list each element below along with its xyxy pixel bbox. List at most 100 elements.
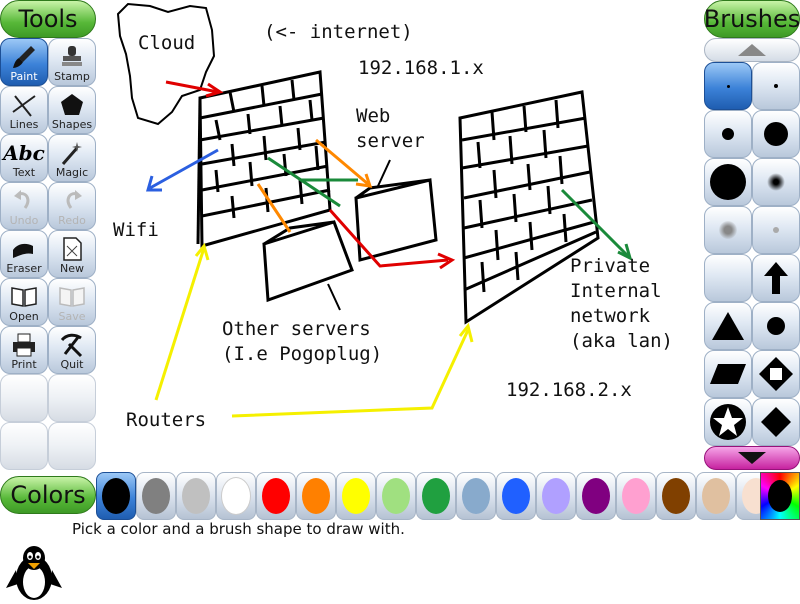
brush-blank[interactable] (704, 254, 752, 302)
color-swatch-dot (182, 478, 210, 514)
color-swatch[interactable] (616, 472, 656, 520)
color-swatch[interactable] (456, 472, 496, 520)
brush-tiny-dot[interactable] (752, 62, 800, 110)
tools-header: Tools (0, 0, 96, 38)
diamond-outline-icon (759, 357, 793, 391)
color-swatch[interactable] (96, 472, 136, 520)
pentagon-icon (49, 90, 95, 120)
quit-label: Quit (60, 358, 84, 371)
green-arrows (267, 156, 633, 261)
new-button[interactable]: New (48, 230, 96, 278)
print-button[interactable]: Print (0, 326, 48, 374)
subnet2-label: 192.168.2.x (506, 379, 632, 401)
brush-medium-circle[interactable] (752, 110, 800, 158)
color-swatch[interactable] (216, 472, 256, 520)
black-arrow (327, 159, 391, 311)
open-button[interactable]: Open (0, 278, 48, 326)
brush-fuzzy-dot[interactable] (752, 158, 800, 206)
undo-icon (1, 186, 47, 216)
print-label: Print (11, 358, 37, 371)
left-firewall (196, 70, 332, 248)
stamp-tool-button[interactable]: Stamp (48, 38, 96, 86)
color-swatch[interactable] (656, 472, 696, 520)
diamond-icon (761, 407, 791, 437)
paintbrush-icon (1, 42, 47, 72)
brush-diamond[interactable] (752, 398, 800, 446)
tools-grid: Paint Stamp Lines Shapes Abc Text Magic … (0, 38, 96, 470)
color-swatch[interactable] (536, 472, 576, 520)
color-swatch[interactable] (336, 472, 376, 520)
shapes-tool-button[interactable]: Shapes (48, 86, 96, 134)
color-swatch[interactable] (256, 472, 296, 520)
color-swatch[interactable] (696, 472, 736, 520)
color-swatch-dot (622, 478, 650, 514)
brush-faded-circle[interactable] (704, 206, 752, 254)
save-button[interactable]: Save (48, 278, 96, 326)
parallelogram-icon (710, 364, 746, 384)
empty-slot (48, 422, 96, 470)
brushes-header: Brushes (704, 0, 800, 38)
printer-icon (1, 330, 47, 360)
brush-triangle[interactable] (704, 302, 752, 350)
lines-tool-button[interactable]: Lines (0, 86, 48, 134)
color-swatch-dot (582, 478, 610, 514)
open-label: Open (9, 310, 39, 323)
drawing-canvas[interactable]: Cloud (<- internet) 192.168.1.x Web serv… (96, 0, 704, 472)
brush-parallelogram[interactable] (704, 350, 752, 398)
brush-large-circle[interactable] (704, 158, 752, 206)
magic-wand-icon (49, 138, 95, 168)
paint-label: Paint (10, 70, 38, 83)
brush-diamond-outline[interactable] (752, 350, 800, 398)
brushes-scroll-up[interactable] (704, 38, 800, 62)
color-swatch-dot (502, 478, 530, 514)
empty-slot (0, 374, 48, 422)
color-swatch-dot (462, 478, 490, 514)
color-swatch[interactable] (576, 472, 616, 520)
quit-icon (49, 330, 95, 360)
triangle-icon (712, 312, 744, 340)
paint-tool-button[interactable]: Paint (0, 38, 48, 86)
brush-faded-dot[interactable] (752, 206, 800, 254)
color-swatch[interactable] (176, 472, 216, 520)
wifi-label: Wifi (113, 219, 159, 241)
color-swatch-dot (662, 478, 690, 514)
text-tool-button[interactable]: Abc Text (0, 134, 48, 182)
tux-penguin-icon (4, 544, 64, 600)
color-swatch-dot (262, 478, 290, 514)
stamp-icon (49, 42, 95, 72)
color-swatch-dot (422, 478, 450, 514)
other-servers-box (262, 220, 354, 303)
magic-label: Magic (55, 166, 89, 179)
brush-small-circle[interactable] (704, 110, 752, 158)
empty-slot (0, 422, 48, 470)
scroll-up-arrow-icon (738, 44, 766, 56)
brushes-scroll-down[interactable] (704, 446, 800, 470)
color-swatch[interactable] (416, 472, 456, 520)
color-swatch[interactable] (376, 472, 416, 520)
brush-tiny-dot[interactable] (704, 62, 752, 110)
eraser-tool-button[interactable]: Eraser (0, 230, 48, 278)
undo-button[interactable]: Undo (0, 182, 48, 230)
text-label: Text (12, 166, 36, 179)
color-swatch[interactable] (136, 472, 176, 520)
lines-icon (1, 90, 47, 120)
status-message: Pick a color and a brush shape to draw w… (72, 520, 405, 538)
magic-tool-button[interactable]: Magic (48, 134, 96, 182)
color-swatch-dot (302, 478, 330, 514)
color-picker-rainbow[interactable] (760, 472, 800, 520)
brush-star[interactable] (704, 398, 752, 446)
brush-up-arrow[interactable] (752, 254, 800, 302)
color-swatch-dot (542, 478, 570, 514)
other-servers-label: Other servers (I.e Pogoplug) (222, 318, 383, 365)
color-picker-dot (768, 480, 792, 512)
redo-button[interactable]: Redo (48, 182, 96, 230)
web-server-box (354, 178, 438, 262)
color-palette (96, 472, 776, 520)
color-swatch[interactable] (296, 472, 336, 520)
routers-label: Routers (126, 409, 207, 431)
brush-dot[interactable] (752, 302, 800, 350)
color-swatch[interactable] (496, 472, 536, 520)
quit-button[interactable]: Quit (48, 326, 96, 374)
cloud-label: Cloud (138, 32, 196, 54)
lines-label: Lines (9, 118, 39, 131)
